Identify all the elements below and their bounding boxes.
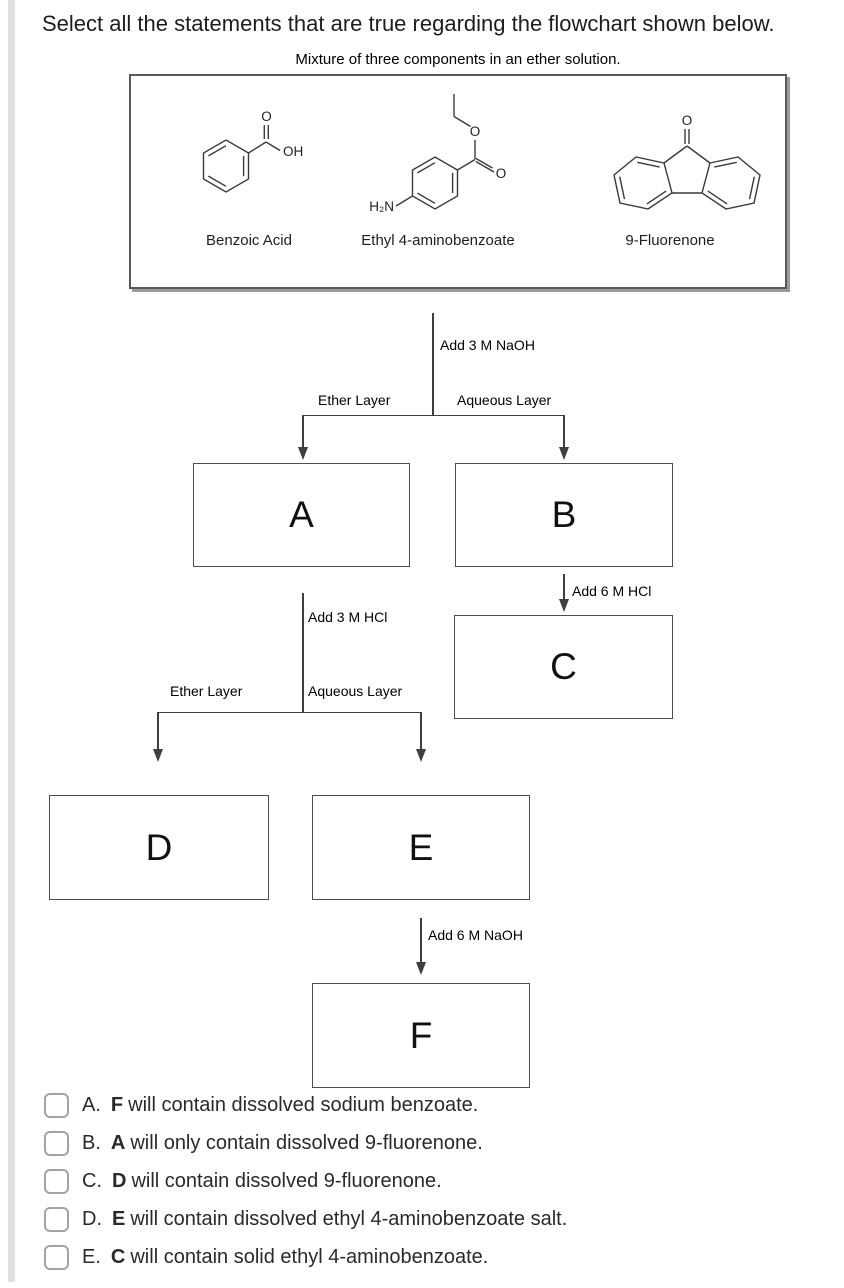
option-e-text: will contain solid ethyl 4-aminobenzoate… bbox=[130, 1246, 489, 1268]
atom-label-oh: OH bbox=[283, 144, 303, 159]
flow-line-hcl3 bbox=[302, 593, 304, 712]
flow-box-f: F bbox=[312, 983, 530, 1088]
arrow-down-icon bbox=[153, 749, 163, 762]
option-b-prefix: B. bbox=[82, 1132, 101, 1154]
step-label-naoh6: Add 6 M NaOH bbox=[428, 927, 523, 943]
flow-box-d: D bbox=[49, 795, 269, 900]
step-label-hcl6: Add 6 M HCl bbox=[572, 583, 652, 599]
checkbox-option-a[interactable] bbox=[44, 1093, 69, 1118]
option-d-subject: E bbox=[112, 1208, 126, 1230]
arrow-down-icon bbox=[559, 447, 569, 460]
flow-box-c: C bbox=[454, 615, 673, 719]
flow-line-hcl6 bbox=[563, 574, 565, 602]
option-b-subject: A bbox=[110, 1132, 126, 1154]
branch1-line bbox=[302, 414, 564, 416]
atom-label-o: O bbox=[682, 113, 693, 128]
option-c-text: will contain dissolved 9-fluorenone. bbox=[131, 1170, 442, 1192]
step-label-naoh3: Add 3 M NaOH bbox=[440, 337, 535, 353]
checkbox-option-c[interactable] bbox=[44, 1169, 69, 1194]
atom-label-ester-o: O bbox=[470, 124, 481, 139]
branch1-right-drop bbox=[563, 415, 565, 448]
benzoic-acid-structure-icon: O OH bbox=[202, 109, 303, 193]
compound-name-ethyl-4-aminobenzoate: Ethyl 4-aminobenzoate bbox=[361, 232, 515, 249]
option-c-subject: D bbox=[112, 1170, 127, 1192]
option-c-prefix: C. bbox=[82, 1170, 102, 1192]
branch2-line bbox=[157, 711, 422, 713]
option-e-prefix: E. bbox=[82, 1246, 101, 1268]
option-a-text: will contain dissolved sodium benzoate. bbox=[128, 1094, 479, 1116]
fluorenone-structure-icon: O bbox=[613, 113, 761, 210]
flow-box-b: B bbox=[455, 463, 673, 567]
compound-name-benzoic-acid: Benzoic Acid bbox=[206, 232, 292, 249]
option-b-text: will only contain dissolved 9-fluorenone… bbox=[130, 1132, 483, 1154]
option-d-text: will contain dissolved ethyl 4-aminobenz… bbox=[130, 1208, 568, 1230]
compound-name-9-fluorenone: 9-Fluorenone bbox=[625, 232, 715, 249]
option-d-prefix: D. bbox=[82, 1208, 102, 1230]
question-title: Select all the statements that are true … bbox=[42, 11, 775, 36]
branch2-right-drop bbox=[420, 712, 422, 750]
flow-line-naoh6 bbox=[420, 918, 422, 964]
checkbox-option-d[interactable] bbox=[44, 1207, 69, 1232]
arrow-down-icon bbox=[298, 447, 308, 460]
left-scroll-track bbox=[8, 0, 15, 1282]
branch1-aqueous-layer-label: Aqueous Layer bbox=[457, 392, 552, 408]
branch2-left-drop bbox=[157, 712, 159, 750]
arrow-down-icon bbox=[559, 599, 569, 612]
atom-label-h2n: H₂N bbox=[369, 199, 394, 214]
arrow-down-icon bbox=[416, 962, 426, 975]
atom-label-o: O bbox=[261, 109, 272, 124]
option-a-prefix: A. bbox=[82, 1094, 101, 1116]
option-a-subject: F bbox=[110, 1094, 124, 1116]
arrow-down-icon bbox=[416, 749, 426, 762]
flow-box-a: A bbox=[193, 463, 410, 567]
branch2-ether-layer-label: Ether Layer bbox=[170, 683, 243, 699]
step-label-hcl3: Add 3 M HCl bbox=[308, 609, 388, 625]
checkbox-option-e[interactable] bbox=[44, 1245, 69, 1270]
branch1-left-drop bbox=[302, 415, 304, 448]
atom-label-carbonyl-o: O bbox=[496, 166, 507, 181]
branch1-ether-layer-label: Ether Layer bbox=[318, 392, 391, 408]
mixture-caption: Mixture of three components in an ether … bbox=[295, 51, 621, 68]
flow-line-naoh3 bbox=[432, 313, 434, 416]
option-e-subject: C bbox=[110, 1246, 126, 1268]
ethyl-4-aminobenzoate-structure-icon: H₂N O O bbox=[369, 94, 507, 214]
branch2-aqueous-layer-label: Aqueous Layer bbox=[308, 683, 403, 699]
flow-box-e: E bbox=[312, 795, 530, 900]
checkbox-option-b[interactable] bbox=[44, 1131, 69, 1156]
